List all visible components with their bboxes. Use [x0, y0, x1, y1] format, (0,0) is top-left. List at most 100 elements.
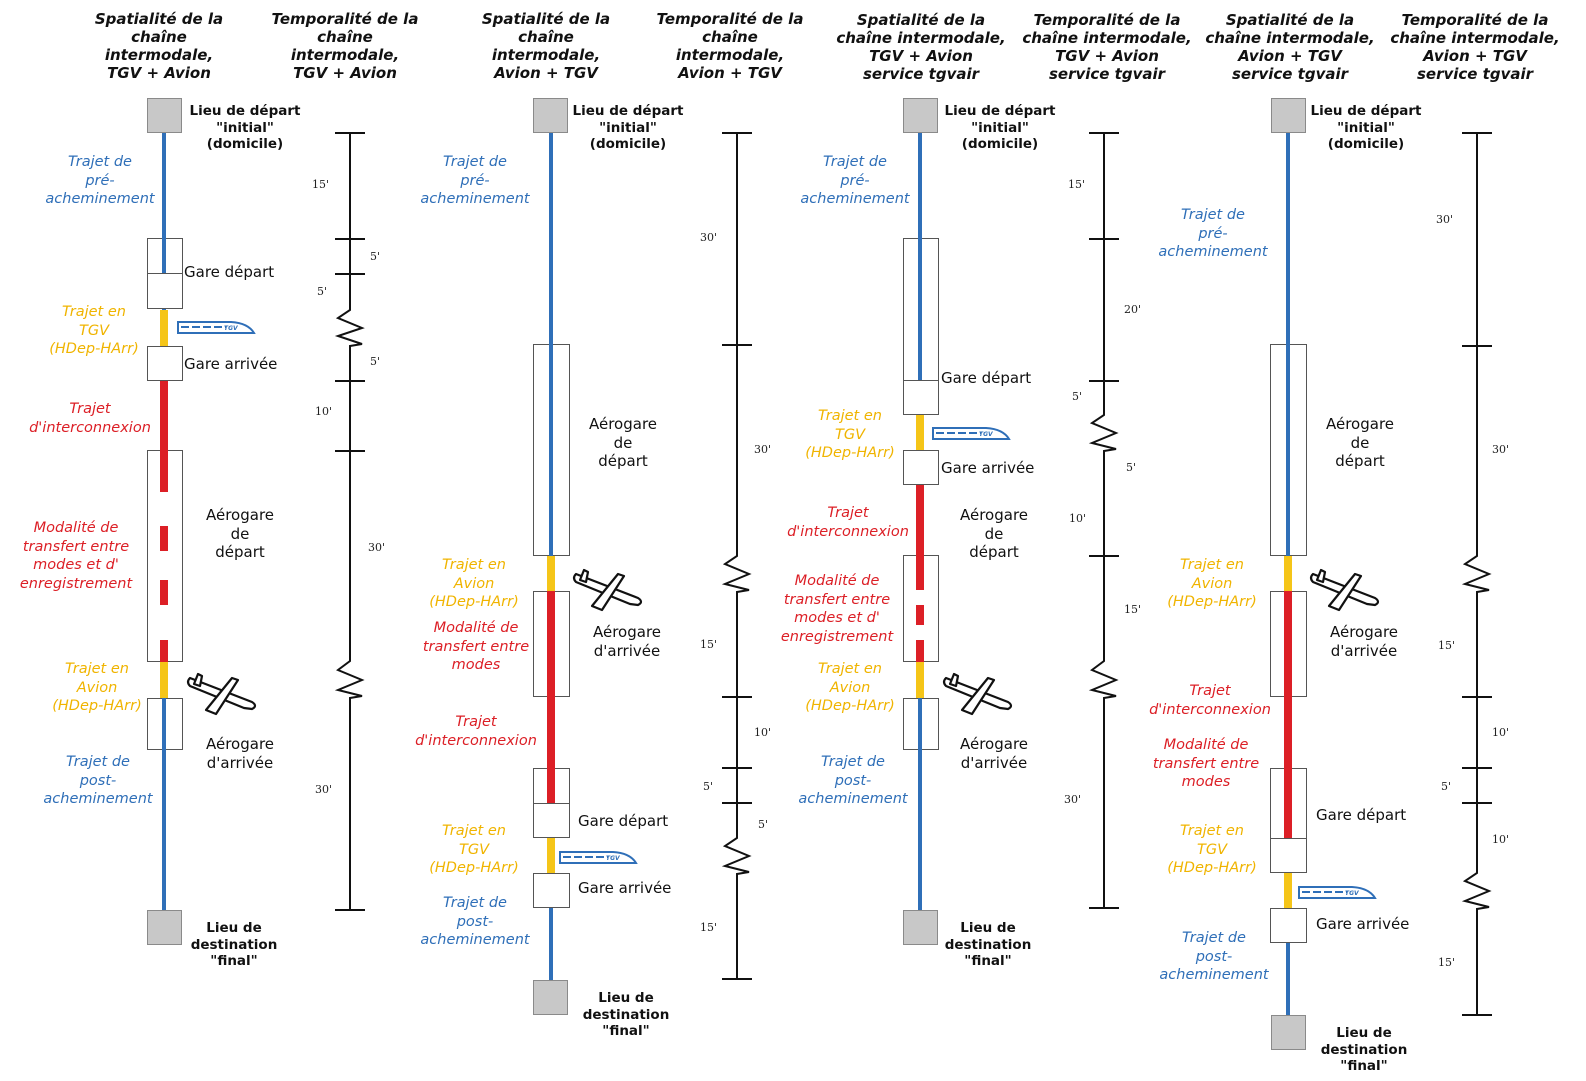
- header-temporal-3: Temporalité de la chaîne intermodale, TG…: [1022, 11, 1192, 83]
- approach-line: [549, 908, 553, 980]
- airplane-icon: [942, 672, 1013, 716]
- facility-label: Aérogare de départ: [588, 415, 658, 470]
- leg-label: Trajet de pré- acheminement: [45, 154, 155, 207]
- facility-label: Aérogare de départ: [205, 506, 275, 561]
- duration-label: 5': [1441, 780, 1452, 793]
- leg-label: Trajet de post- acheminement: [1159, 930, 1269, 983]
- leg-label: Trajet de pré- acheminement: [1158, 207, 1268, 260]
- facility-label: Aérogare d'arrivée: [592, 623, 662, 660]
- duration-label: 15': [1438, 956, 1456, 969]
- approach-line: [918, 116, 922, 238]
- leg-label: Modalité de transfert entre modes: [1152, 737, 1260, 790]
- header-spatial-1: Spatialité de la chaîne intermodale, TGV…: [94, 10, 224, 82]
- main-mode-line: [916, 415, 924, 450]
- approach-line: [918, 238, 922, 380]
- leg-label: Modalité de transfert entre modes et d' …: [780, 573, 894, 645]
- facility-label: Gare arrivée: [941, 459, 1035, 477]
- interconnection-line: [547, 768, 555, 803]
- main-mode-line: [1284, 873, 1292, 908]
- end-label: Lieu de destination "final": [190, 920, 278, 969]
- terminal-box: [1270, 908, 1307, 943]
- approach-line: [549, 344, 553, 556]
- end-node: [533, 980, 568, 1015]
- leg-label: Trajet de pré- acheminement: [420, 154, 530, 207]
- approach-line: [162, 698, 166, 750]
- timeline-4: [1461, 132, 1492, 1016]
- leg-label: Trajet de post- acheminement: [420, 895, 530, 948]
- duration-label: 5': [703, 780, 714, 793]
- approach-line: [1286, 344, 1290, 556]
- duration-label: 5': [370, 250, 381, 263]
- leg-label: Trajet de pré- acheminement: [800, 154, 910, 207]
- duration-label: 30': [754, 443, 772, 456]
- facility-label: Gare arrivée: [184, 355, 278, 373]
- leg-label: Trajet d'interconnexion: [787, 505, 909, 540]
- main-mode-line: [547, 556, 555, 591]
- facility-label: Aérogare d'arrivée: [1329, 623, 1399, 660]
- approach-line: [1286, 943, 1290, 1015]
- interconnection-line: [160, 450, 168, 492]
- facility-label: Gare départ: [578, 812, 669, 830]
- end-label: Lieu de destination "final": [944, 920, 1032, 969]
- duration-label: 15': [312, 178, 330, 191]
- duration-label: 10': [754, 726, 772, 739]
- facility-label: Gare départ: [184, 263, 275, 281]
- svg-text:TGV: TGV: [224, 325, 239, 332]
- leg-label: Trajet de post- acheminement: [43, 754, 153, 807]
- start-node: [903, 98, 938, 133]
- interconnection-line: [1284, 591, 1292, 838]
- terminal-divider: [903, 380, 939, 381]
- duration-label: 30': [1064, 793, 1082, 806]
- interconnection-line: [916, 640, 924, 662]
- tgv-train-icon: TGV: [1298, 886, 1377, 899]
- facility-label: Aérogare de départ: [1325, 415, 1395, 470]
- start-node: [1271, 98, 1306, 133]
- airplane-icon: [572, 568, 643, 612]
- end-label: Lieu de destination "final": [582, 990, 670, 1039]
- end-label: Lieu de destination "final": [1320, 1025, 1408, 1074]
- duration-label: 15': [1124, 603, 1142, 616]
- facility-label: Gare départ: [1316, 806, 1407, 824]
- duration-label: 30': [315, 783, 333, 796]
- terminal-box: [533, 873, 570, 908]
- leg-label: Trajet en Avion (HDep-HArr): [429, 557, 519, 610]
- duration-label: 10': [1069, 512, 1087, 525]
- facility-label: Aérogare d'arrivée: [959, 735, 1029, 772]
- start-label: Lieu de départ "initial" (domicile): [572, 103, 684, 152]
- facility-label: Gare départ: [941, 369, 1032, 387]
- interconnection-line: [1284, 768, 1292, 838]
- svg-text:TGV: TGV: [1345, 890, 1360, 897]
- duration-label: 15': [700, 638, 718, 651]
- duration-label: 15': [1438, 639, 1456, 652]
- leg-label: Modalité de transfert entre modes et d' …: [19, 520, 133, 592]
- leg-label: Trajet d'interconnexion: [1149, 683, 1271, 718]
- facility-label: Gare arrivée: [578, 879, 672, 897]
- leg-label: Trajet en TGV (HDep-HArr): [429, 823, 519, 876]
- header-temporal-1: Temporalité de la chaîne intermodale, TG…: [271, 10, 419, 82]
- start-node: [147, 98, 182, 133]
- end-node: [1271, 1015, 1306, 1050]
- terminal-divider: [533, 803, 570, 804]
- timeline-2: [721, 132, 752, 980]
- start-node: [533, 98, 568, 133]
- duration-label: 10': [1492, 833, 1510, 846]
- main-mode-line: [160, 662, 168, 698]
- terminal-divider: [147, 273, 183, 274]
- duration-label: 15': [1068, 178, 1086, 191]
- interconnection-line: [916, 555, 924, 590]
- leg-label: Modalité de transfert entre modes: [422, 620, 530, 673]
- duration-label: 15': [700, 921, 718, 934]
- approach-line: [162, 116, 166, 310]
- duration-label: 30': [700, 231, 718, 244]
- approach-line: [162, 238, 166, 274]
- leg-label: Trajet en TGV (HDep-HArr): [1167, 823, 1257, 876]
- main-mode-line: [916, 662, 924, 698]
- terminal-box: [147, 346, 183, 381]
- start-label: Lieu de départ "initial" (domicile): [189, 103, 301, 152]
- interconnection-line: [160, 580, 168, 605]
- main-mode-line: [1284, 556, 1292, 591]
- duration-label: 30': [1492, 443, 1510, 456]
- facility-label: Aérogare d'arrivée: [205, 735, 275, 772]
- duration-label: 5': [758, 818, 769, 831]
